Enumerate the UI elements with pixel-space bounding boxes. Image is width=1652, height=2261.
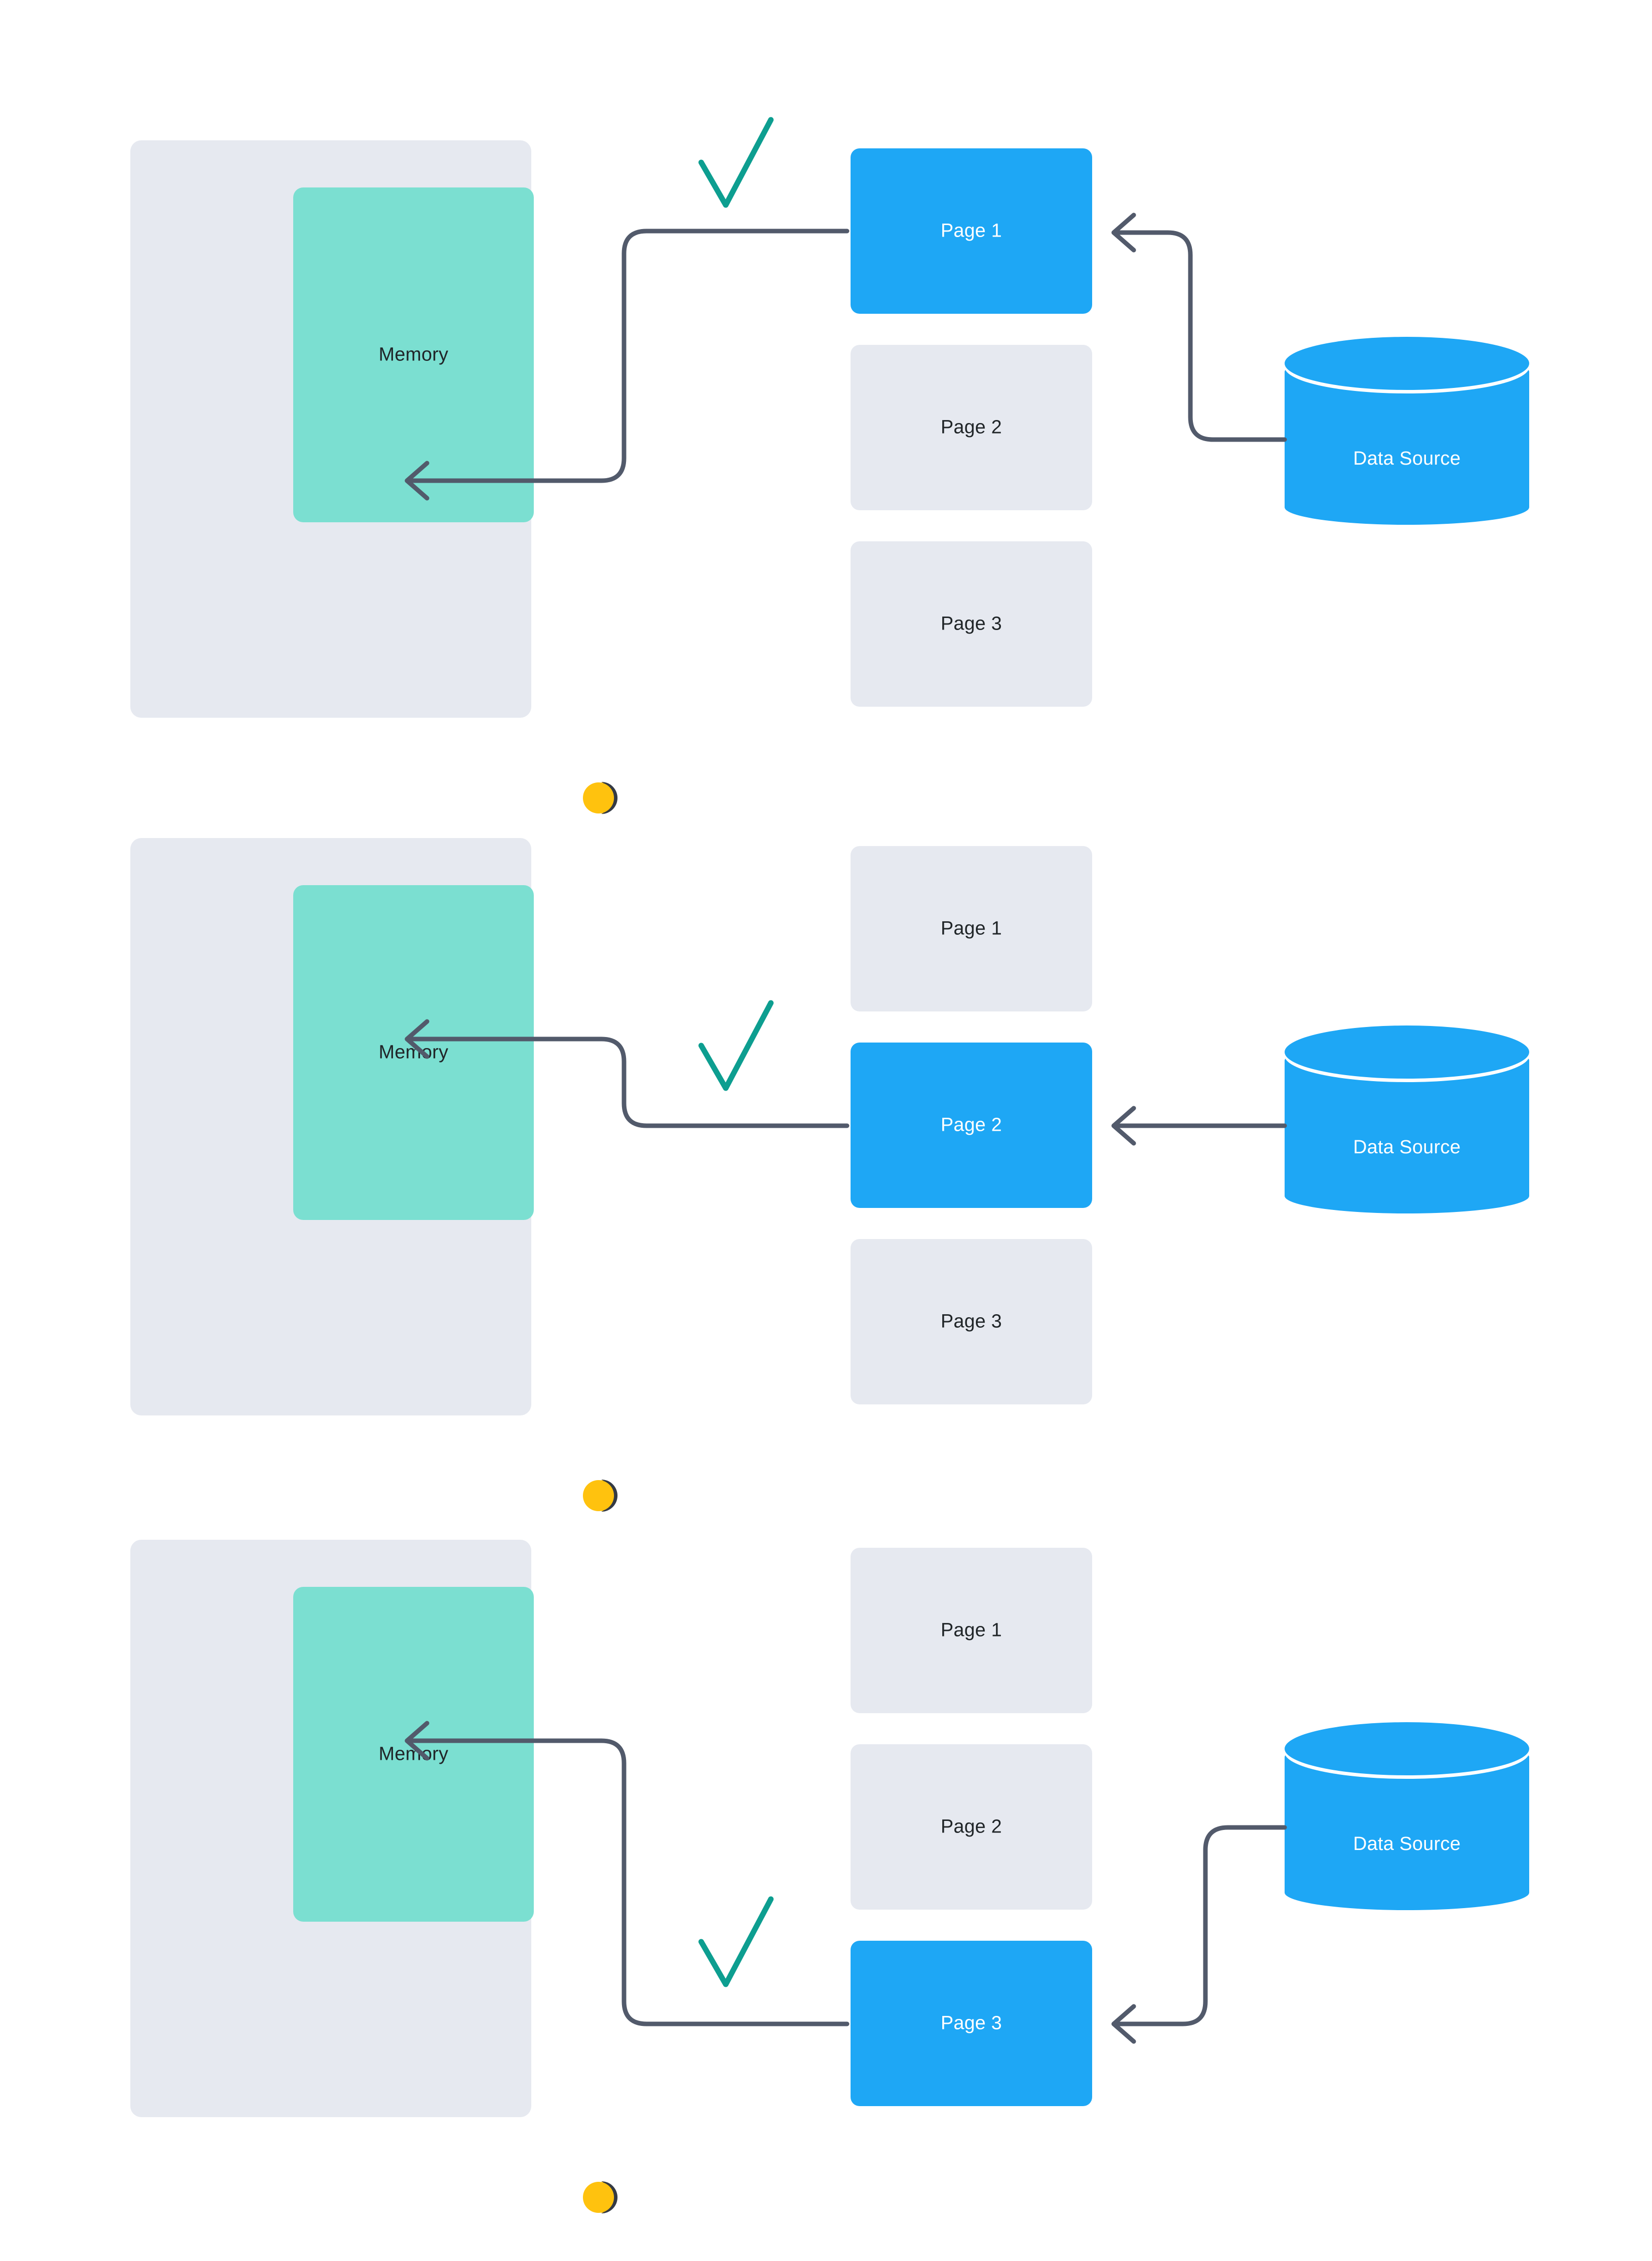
page-card-label: Page 2 — [940, 417, 1002, 438]
panel-step-1: Memory Page 1 Page 2 Page 3 Data Source — [0, 117, 1652, 859]
data-source-label: Data Source — [1353, 1833, 1461, 1855]
arrow-left-icon — [1111, 1106, 1136, 1146]
page-card-1[interactable]: Page 1 — [851, 846, 1092, 1011]
data-source-label: Data Source — [1353, 448, 1461, 469]
page-card-label: Page 3 — [940, 1311, 1002, 1332]
panel-step-2: Memory Page 1 Page 2 Page 3 Data Source — [0, 830, 1652, 1557]
cylinder-top-ellipse — [1285, 337, 1529, 390]
page-card-label: Page 3 — [940, 613, 1002, 635]
brand-logo-icon — [583, 772, 624, 824]
data-source-cylinder[interactable]: Data Source — [1285, 337, 1529, 542]
check-icon — [698, 1896, 774, 1987]
memory-label: Memory — [378, 1042, 449, 1063]
memory-frame: Memory — [130, 838, 624, 1522]
connector-source-to-page — [1113, 1825, 1287, 2026]
page-card-1[interactable]: Page 1 — [851, 1548, 1092, 1713]
data-source-cylinder[interactable]: Data Source — [1285, 1722, 1529, 1928]
memory-label: Memory — [378, 344, 449, 365]
memory-box[interactable]: Memory — [293, 885, 534, 1220]
data-source-label: Data Source — [1353, 1137, 1461, 1158]
check-icon — [698, 1000, 774, 1091]
page-card-label: Page 3 — [940, 2012, 1002, 2034]
memory-label: Memory — [378, 1743, 449, 1765]
page-card-label: Page 1 — [940, 220, 1002, 242]
page-card-label: Page 1 — [940, 1619, 1002, 1641]
arrow-left-icon — [1111, 2004, 1136, 2044]
brand-logo-icon — [583, 2171, 624, 2223]
arrow-left-icon — [1111, 213, 1136, 253]
page-card-2[interactable]: Page 2 — [851, 1744, 1092, 1910]
page-card-label: Page 2 — [940, 1114, 1002, 1136]
page-card-label: Page 1 — [940, 918, 1002, 939]
brand-logo-icon — [583, 1470, 624, 1522]
memory-frame: Memory — [130, 1540, 624, 2223]
page-card-3[interactable]: Page 3 — [851, 1239, 1092, 1404]
panel-step-3: Memory Page 1 Page 2 Page 3 Data Source — [0, 1532, 1652, 2258]
cylinder-top-ellipse — [1285, 1722, 1529, 1775]
check-icon — [698, 117, 774, 208]
memory-box[interactable]: Memory — [293, 1587, 534, 1922]
page-card-2[interactable]: Page 2 — [851, 345, 1092, 510]
connector-source-to-page — [1113, 230, 1287, 442]
page-card-2[interactable]: Page 2 — [851, 1043, 1092, 1208]
page-card-3[interactable]: Page 3 — [851, 1941, 1092, 2106]
page-card-label: Page 2 — [940, 1816, 1002, 1837]
cylinder-top-ellipse — [1285, 1025, 1529, 1079]
memory-box[interactable]: Memory — [293, 187, 534, 522]
memory-frame: Memory — [130, 140, 624, 824]
page-card-1[interactable]: Page 1 — [851, 148, 1092, 314]
data-source-cylinder[interactable]: Data Source — [1285, 1025, 1529, 1231]
page-card-3[interactable]: Page 3 — [851, 541, 1092, 707]
